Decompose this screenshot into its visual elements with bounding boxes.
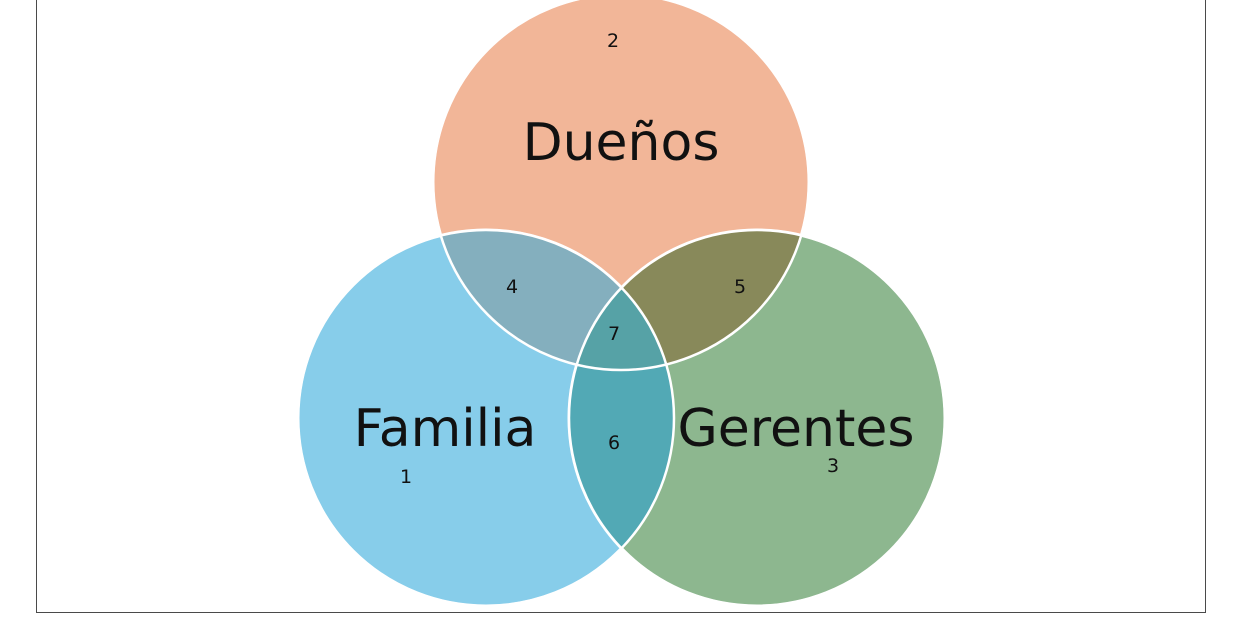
outline-familia (296, 228, 676, 608)
set-label-familia: Familia (354, 399, 537, 459)
region-label-duenos-familia: 4 (506, 276, 518, 298)
overlap-duenos-gerentes (569, 230, 809, 370)
region-label-all-three: 7 (608, 323, 620, 345)
region-label-only-gerentes: 3 (827, 455, 839, 477)
overlap-duenos-familia (433, 230, 674, 370)
set-label-gerentes: Gerentes (678, 399, 915, 459)
outline-gerentes (567, 228, 947, 608)
region-label-only-duenos: 2 (607, 30, 619, 52)
region-label-duenos-gerentes: 5 (734, 276, 746, 298)
outline-duenos (431, 0, 811, 372)
region-label-only-familia: 1 (400, 466, 412, 488)
region-label-familia-gerentes: 6 (608, 432, 620, 454)
set-label-duenos: Dueños (523, 113, 720, 173)
